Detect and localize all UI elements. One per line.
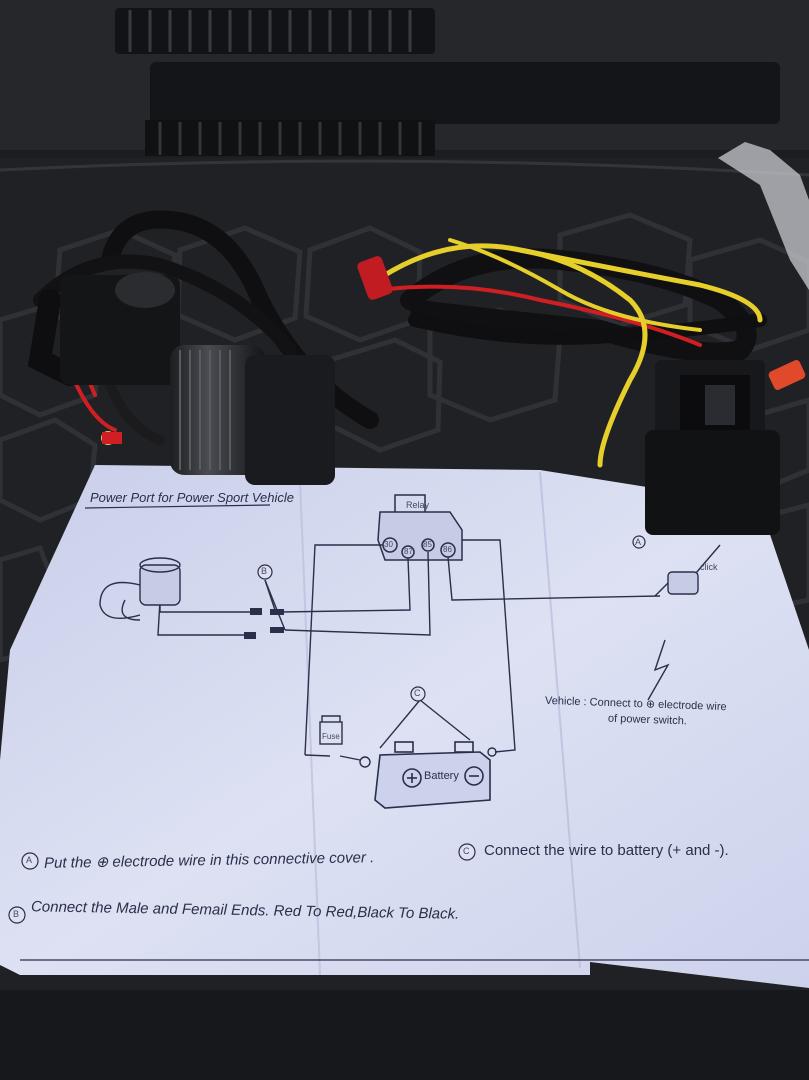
relay-pin-86: 86	[443, 545, 452, 554]
relay-pin-85: 85	[423, 540, 432, 549]
click-label: click	[700, 562, 718, 572]
instruction-sheet	[0, 465, 809, 988]
relay-pin-87: 87	[404, 547, 413, 556]
marker-c-diagram: C	[414, 688, 421, 698]
plastic-bag	[718, 142, 809, 290]
relay-harness	[378, 238, 767, 468]
marker-b-diagram: B	[261, 566, 268, 576]
marker-b-step: B	[13, 909, 20, 919]
marker-c-step: C	[463, 846, 470, 856]
battery-label: Battery	[424, 770, 459, 782]
red-connectors	[357, 256, 806, 390]
relay-pin-30: 30	[384, 540, 393, 549]
marker-a-diagram: A	[635, 537, 642, 547]
manual-title: Power Port for Power Sport Vehicle	[90, 490, 294, 505]
step-c-text: Connect the wire to battery (+ and -).	[484, 842, 729, 859]
power-socket	[60, 272, 335, 485]
relay-switch-body	[645, 360, 780, 535]
marker-a-step: A	[26, 855, 33, 865]
fuse-label: Fuse	[322, 732, 340, 741]
relay-label: Relay	[406, 500, 430, 510]
